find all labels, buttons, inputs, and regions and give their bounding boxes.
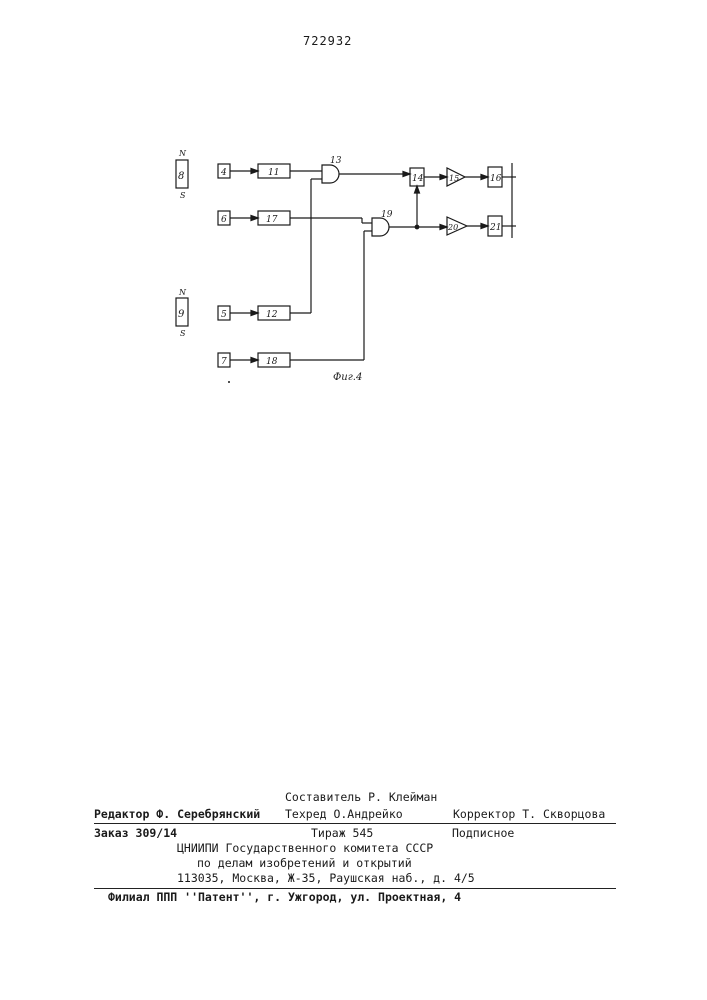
gate-links: [290, 171, 372, 360]
magnet-8-south: S: [180, 191, 186, 200]
imprint-org-line2: по делам изобретений и открытий: [197, 856, 412, 870]
svg-text:4: 4: [220, 168, 227, 178]
indicator-16: 16: [488, 167, 502, 187]
shaper-18: 18: [258, 353, 290, 367]
rule-bottom: [94, 888, 616, 889]
sensor-6: 6: [218, 211, 230, 225]
magnet-9-label: 9: [178, 309, 185, 320]
magnet-9: 9 N S: [176, 288, 188, 338]
sensor-7: 7: [218, 353, 230, 367]
magnet-8: 8 N S: [176, 149, 188, 200]
svg-text:21: 21: [489, 223, 501, 233]
and-gate-13: 13: [322, 156, 342, 183]
svg-text:5: 5: [221, 310, 227, 320]
sensor-5: 5: [218, 306, 230, 320]
svg-text:12: 12: [266, 310, 278, 320]
svg-text:7: 7: [221, 357, 227, 367]
amplifier-20: 20: [447, 217, 467, 235]
and-gate-19: 19: [372, 210, 393, 236]
magnet-9-south: S: [180, 329, 186, 338]
svg-text:15: 15: [449, 174, 459, 183]
magnet-8-label: 8: [178, 171, 184, 182]
sensor-4: 4: [218, 164, 230, 178]
imprint-compiler: Составитель Р. Клейман: [285, 790, 437, 804]
block-diagram: 8 N S 9 N S 4 6 5 7 11: [0, 0, 707, 420]
shaper-12: 12: [258, 306, 290, 320]
indicator-21: 21: [488, 216, 502, 236]
shaper-17: 17: [258, 211, 290, 225]
sensor-links: [230, 169, 258, 363]
svg-text:20: 20: [447, 223, 458, 232]
imprint-corrector: Корректор Т. Скворцова: [453, 807, 605, 821]
imprint-org-line1: ЦНИИПИ Государственного комитета СССР: [177, 841, 433, 855]
imprint-subscription: Подписное: [452, 826, 514, 840]
rule-top: [94, 823, 616, 824]
svg-text:11: 11: [268, 168, 279, 178]
svg-text:19: 19: [381, 210, 393, 220]
svg-text:18: 18: [266, 357, 278, 367]
imprint-editor: Редактор Ф. Серебрянский: [94, 807, 260, 821]
amplifier-15: 15: [447, 168, 465, 186]
svg-text:14: 14: [412, 174, 424, 184]
imprint-order: Заказ 309/14: [94, 826, 177, 840]
magnet-9-north: N: [178, 288, 187, 297]
block-14: 14: [410, 168, 424, 186]
imprint-org-line3: 113035, Москва, Ж-35, Раушская наб., д. …: [177, 871, 475, 885]
svg-text:16: 16: [490, 174, 502, 184]
imprint-techred: Техред О.Андрейко: [285, 807, 403, 821]
speck: [228, 381, 230, 383]
shaper-11: 11: [258, 164, 290, 178]
svg-text:13: 13: [330, 156, 342, 166]
imprint-circulation: Тираж 545: [311, 826, 373, 840]
figure-caption: Фиг.4: [333, 372, 362, 383]
imprint-branch: Филиал ППП ''Патент'', г. Ужгород, ул. П…: [108, 890, 461, 904]
magnet-8-north: N: [178, 149, 187, 158]
svg-text:17: 17: [266, 215, 278, 225]
svg-text:6: 6: [221, 215, 227, 225]
